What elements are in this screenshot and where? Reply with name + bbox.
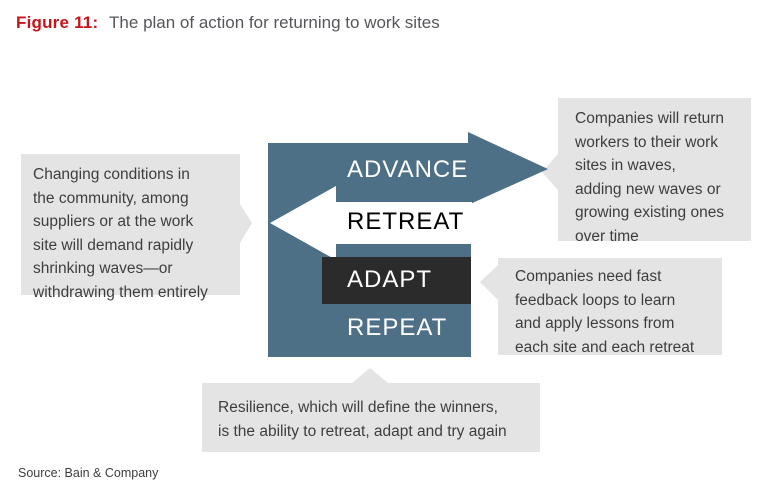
callout-line: withdrawing them entirely xyxy=(33,283,208,301)
callout-middle-right-tail-icon xyxy=(480,265,498,300)
callout-line: each site and each retreat xyxy=(515,338,695,356)
step-label-advance: ADVANCE xyxy=(347,156,469,183)
callout-line: the community, among xyxy=(33,189,189,207)
callout-return-in-waves: Companies will return workers to their w… xyxy=(558,98,751,245)
step-label-repeat: REPEAT xyxy=(347,314,448,341)
callout-feedback-loops: Companies need fast feedback loops to le… xyxy=(498,258,722,356)
figure-title-row: Figure 11: The plan of action for return… xyxy=(16,12,440,34)
callout-bottom-tail-icon xyxy=(352,368,388,383)
callout-left-tail-icon xyxy=(240,204,252,243)
callout-line: Companies need fast xyxy=(515,268,662,285)
callout-line: shrinking waves—or xyxy=(33,260,173,277)
callout-line: adding new waves or xyxy=(575,180,721,198)
step-label-retreat: RETREAT xyxy=(347,208,465,235)
callout-changing-conditions: Changing conditions in the community, am… xyxy=(21,154,240,301)
callout-line: suppliers or at the work xyxy=(33,213,194,230)
callout-line: sites in waves, xyxy=(575,157,676,174)
callout-line: is the ability to retreat, adapt and try… xyxy=(218,422,507,440)
callout-line: and apply lessons from xyxy=(515,315,675,332)
retreat-arrow-body xyxy=(336,202,472,244)
source-note: Source: Bain & Company xyxy=(18,466,159,480)
callout-line: Changing conditions in xyxy=(33,166,190,183)
retreat-arrow-icon xyxy=(270,186,336,260)
callout-line: Companies will return xyxy=(575,110,725,127)
figure-title: The plan of action for returning to work… xyxy=(109,13,440,32)
callout-line: site will demand rapidly xyxy=(33,236,194,254)
callout-resilience: Resilience, which will define the winner… xyxy=(202,383,540,452)
step-label-adapt: ADAPT xyxy=(347,266,433,293)
callout-line: Resilience, which will define the winner… xyxy=(218,399,498,416)
callout-line: growing existing ones xyxy=(575,204,725,221)
callout-line: feedback loops to learn xyxy=(515,291,676,309)
callout-line: over time xyxy=(575,227,639,245)
callout-line: workers to their work xyxy=(575,133,718,151)
figure-number-label: Figure 11: xyxy=(16,13,99,32)
adapt-box xyxy=(322,257,471,304)
advance-arrow-icon xyxy=(468,132,548,205)
